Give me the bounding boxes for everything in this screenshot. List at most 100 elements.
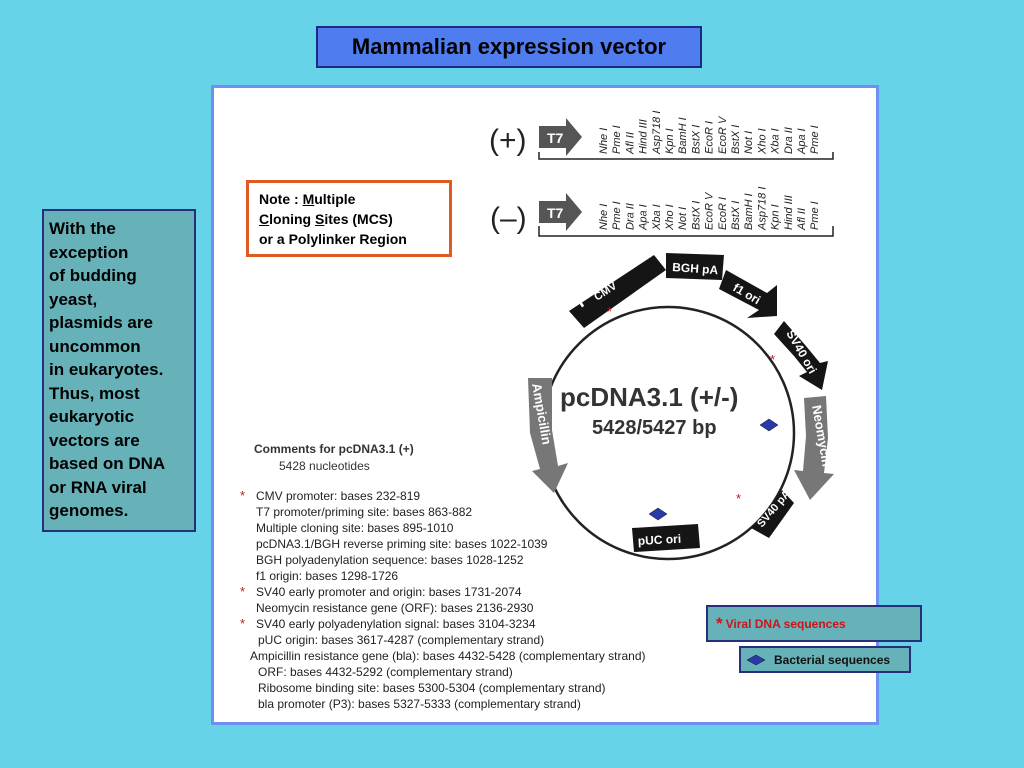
restriction-site: Afl II (624, 132, 636, 155)
t7-label-plus: T7 (547, 130, 564, 146)
note-line: Thus, most (49, 383, 140, 403)
comment-line: T7 promoter/priming site: bases 863-882 (256, 505, 472, 519)
comment-line: f1 origin: bases 1298-1726 (256, 569, 398, 583)
bacterial-legend: Bacterial sequences (739, 646, 911, 673)
viral-star-marker: * (240, 584, 245, 599)
viral-star-marker: * (736, 491, 741, 506)
note-line: based on DNA (49, 454, 166, 473)
comment-line: Ribosome binding site: bases 5300-5304 (… (258, 681, 606, 695)
viral-star-marker: * (240, 616, 245, 631)
restriction-site: EcoR I (717, 197, 729, 230)
restriction-site: BamH I (743, 193, 755, 230)
svg-text:pUC ori: pUC ori (637, 532, 681, 548)
viral-star-marker: * (240, 488, 245, 503)
slide-title: Mammalian expression vector (316, 26, 702, 68)
restriction-site: Xba I (651, 204, 663, 231)
restriction-site: Xho I (664, 204, 676, 231)
restriction-site: Kpn I (664, 128, 676, 154)
restriction-site: BstX I (690, 125, 702, 154)
sv40-pa-feature: SV40 pA (751, 488, 794, 538)
restriction-site: Pme I (809, 201, 821, 230)
mcs-bracket-minus (538, 226, 834, 237)
restriction-site: Xba I (770, 128, 782, 155)
comment-lines: * CMV promoter: bases 232-819 T7 promoter/… (240, 488, 646, 711)
restriction-site: Pme I (809, 125, 821, 154)
pcmv-feature: P CMV (569, 255, 666, 328)
restriction-site: Asp718 I (756, 187, 768, 231)
comment-line: ORF: bases 4432-5292 (complementary stra… (258, 665, 513, 679)
bgh-pa-feature: BGH pA (666, 253, 724, 280)
ampicillin-feature: Ampicillin (528, 378, 568, 493)
note-line: yeast, (49, 289, 98, 309)
diamond-icon (746, 654, 766, 665)
bacterial-diamond-marker (759, 418, 779, 432)
restriction-site: EcoR V (717, 115, 729, 154)
note-line: vectors are (49, 430, 140, 450)
comment-line: pUC origin: bases 3617-4287 (complementa… (258, 633, 544, 647)
viral-legend-label: Viral DNA sequences (725, 616, 846, 631)
note-line: genomes. (49, 501, 129, 520)
plus-strand-label: (+) (489, 124, 527, 157)
restriction-site: Asp718 I (651, 111, 663, 155)
restriction-site: Kpn I (770, 204, 782, 230)
plasmid-name: pcDNA3.1 (+/-) (560, 382, 738, 412)
restriction-site: BamH I (677, 117, 689, 154)
restriction-site: BstX I (730, 125, 742, 154)
comment-line: bla promoter (P3): bases 5327-5333 (comp… (258, 697, 581, 711)
restriction-site: EcoR V (704, 191, 716, 230)
mcs-note-line1: Note : Multiple (259, 191, 356, 207)
restriction-site: Not I (743, 131, 755, 154)
restriction-site: EcoR I (704, 121, 716, 154)
viral-star-marker: * (607, 304, 612, 319)
mcs-bracket-plus (538, 152, 834, 160)
note-line: plasmids are (49, 313, 153, 332)
restriction-site: Hind III (783, 195, 795, 230)
t7-arrow-minus (539, 193, 582, 231)
note-line: exception (49, 242, 129, 262)
restriction-site: Hind III (638, 119, 650, 154)
comment-line: Multiple cloning site: bases 895-1010 (256, 521, 454, 535)
note-line: or RNA viral (49, 477, 147, 497)
note-line: in eukaryotes. (49, 360, 164, 379)
comment-line: Neomycin resistance gene (ORF): bases 21… (256, 601, 534, 615)
restriction-site: Apa I (796, 128, 808, 155)
t7-arrow-plus (539, 118, 582, 156)
minus-strand-label: (–) (490, 202, 527, 235)
restriction-site: BstX I (690, 201, 702, 230)
comment-line: CMV promoter: bases 232-819 (256, 489, 420, 503)
restriction-site: Apa I (638, 204, 650, 231)
restriction-site: Dra II (624, 203, 636, 230)
f1-ori-feature: f1 ori (719, 270, 777, 318)
neomycin-feature: Neomycin (794, 396, 835, 500)
t7-label-minus: T7 (547, 205, 564, 221)
puc-ori-feature: pUC ori (632, 524, 700, 552)
bacterial-diamond-marker (648, 507, 668, 521)
restriction-site: Nhe I (598, 204, 610, 230)
svg-text:BGH pA: BGH pA (672, 260, 719, 277)
note-line: With the (49, 219, 116, 238)
restriction-site: BstX I (730, 201, 742, 230)
restriction-site: Xho I (756, 128, 768, 155)
mcs-note-box: Note : Multiple Cloning Sites (MCS) or a… (246, 180, 452, 257)
mcs-note-line3: or a Polylinker Region (259, 231, 407, 247)
comment-line: BGH polyadenylation sequence: bases 1028… (256, 553, 524, 567)
restriction-site: Dra II (783, 127, 795, 154)
comment-line: SV40 early promoter and origin: bases 17… (256, 585, 522, 599)
restriction-site: Not I (677, 207, 689, 230)
viral-star: * (716, 613, 723, 633)
mcs-note-line2: Cloning Sites (MCS) (259, 211, 393, 227)
bacterial-legend-label: Bacterial sequences (774, 652, 891, 667)
restriction-site: Pme I (611, 125, 623, 154)
note-line: uncommon (49, 336, 141, 356)
comment-line: Ampicillin resistance gene (bla): bases … (250, 649, 646, 663)
eukaryote-vector-note: With the exception of budding yeast, pla… (42, 209, 196, 532)
note-line: of budding (49, 266, 137, 285)
comments-nucleotides: 5428 nucleotides (279, 459, 370, 473)
restriction-site: Pme I (611, 201, 623, 230)
comment-line: pcDNA3.1/BGH reverse priming site: bases… (256, 537, 548, 551)
comments-heading: Comments for pcDNA3.1 (+) (254, 442, 414, 456)
svg-text:SV40 ori: SV40 ori (783, 328, 819, 377)
